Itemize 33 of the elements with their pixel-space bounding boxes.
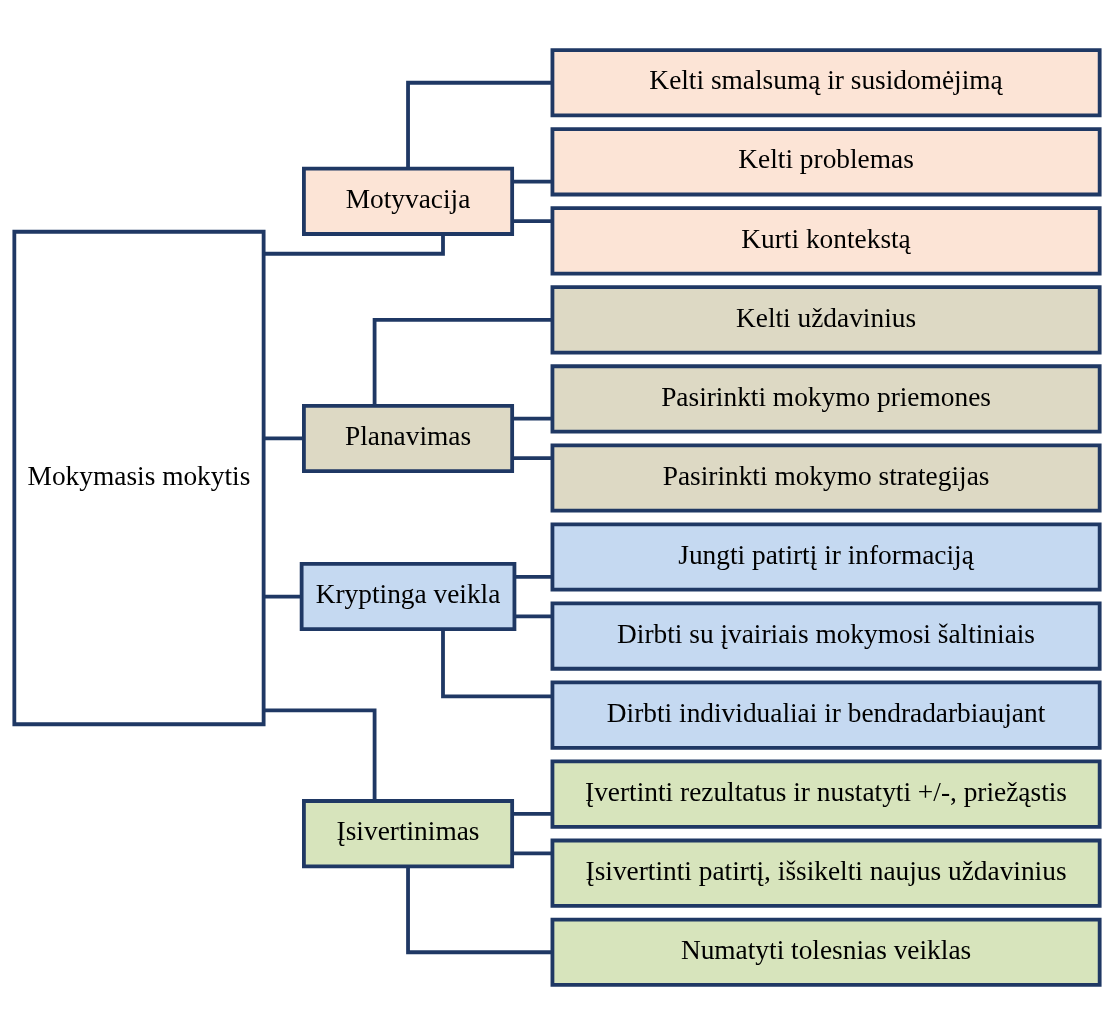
node-box: Numatyti tolesnias veiklas — [550, 917, 1102, 987]
node-box: Planavimas — [302, 403, 515, 473]
connector — [372, 317, 553, 405]
connector — [514, 574, 553, 579]
node-box: Dirbti su įvairiais mokymosi šaltiniais — [550, 601, 1102, 671]
connector — [514, 613, 553, 618]
node-box: Įsivertinti patirtį, išsikelti naujus uždavinius — [550, 838, 1102, 908]
node-box: Kurti kontekstą — [550, 205, 1102, 275]
connector — [512, 851, 553, 855]
node-box: Kelti smalsumą ir susidomėjimą — [550, 47, 1102, 117]
node-box: Pasirinkti mokymo strategijas — [550, 442, 1102, 513]
node-box: Kelti uždavinius — [550, 284, 1102, 354]
connector — [512, 416, 553, 421]
node-box: Mokymasis mokytis — [12, 229, 266, 726]
node-box: Dirbti individualiai ir bendradarbiaujant — [550, 680, 1102, 750]
connector — [441, 628, 553, 698]
connector — [406, 866, 552, 954]
node-box: Kelti problemas — [550, 126, 1102, 196]
connector — [263, 436, 304, 440]
node-box: Įsivertinimas — [302, 798, 515, 868]
node-box: Motyvacija — [302, 166, 515, 236]
node-box: Kryptinga veikla — [299, 561, 517, 631]
connector — [263, 707, 377, 801]
connector — [406, 80, 552, 168]
connector — [263, 594, 302, 598]
node-box: Pasirinkti mokymo priemones — [550, 363, 1102, 433]
connector — [263, 233, 445, 256]
connector — [512, 218, 553, 223]
connector — [512, 811, 553, 816]
node-box: Įvertinti rezultatus ir nustatyti +/-, priežąstis — [550, 759, 1102, 829]
node-box: Jungti patirtį ir informaciją — [550, 521, 1102, 592]
connector — [512, 455, 553, 460]
connector — [512, 179, 553, 183]
